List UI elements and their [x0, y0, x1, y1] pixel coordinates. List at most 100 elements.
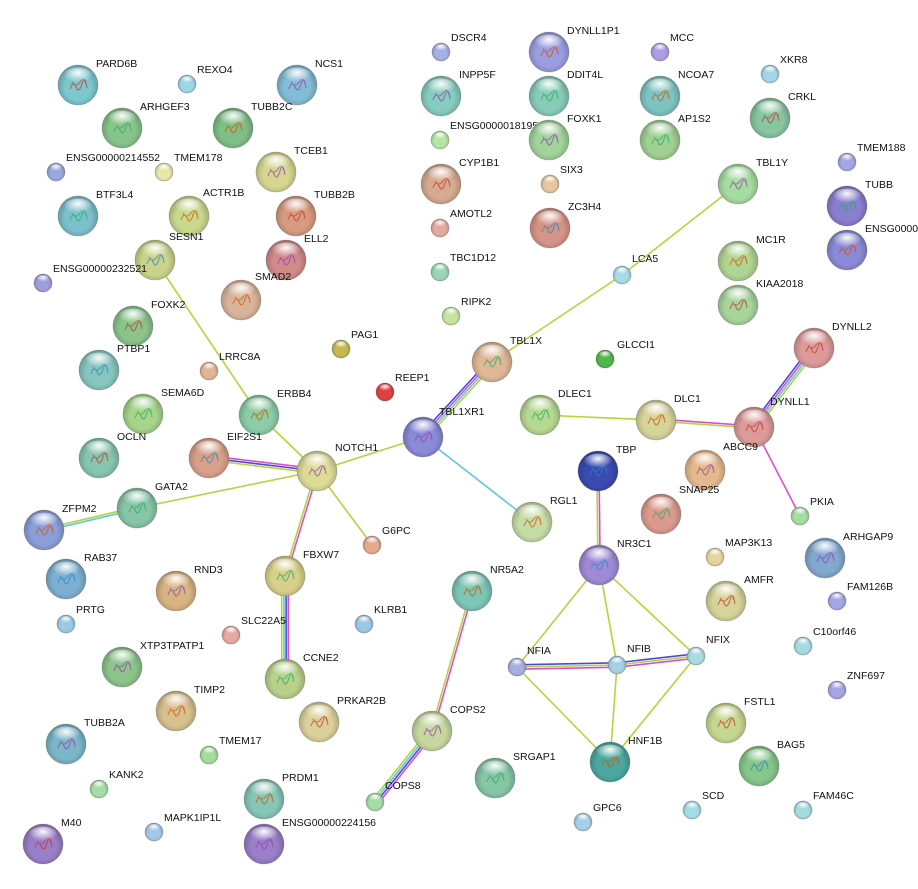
node-srgap1[interactable]: SRGAP1	[474, 751, 556, 799]
node-dlc1[interactable]: DLC1	[635, 393, 701, 441]
node-fam126b[interactable]: FAM126B	[827, 581, 893, 611]
node-mcc[interactable]: MCC	[650, 32, 694, 62]
node-nfia[interactable]: NFIA	[507, 645, 551, 677]
node-ell2[interactable]: ELL2	[265, 233, 329, 281]
node-ptbp1[interactable]: PTBP1	[78, 343, 150, 391]
node-c10orf46[interactable]: C10orf46	[793, 626, 856, 656]
node-zfpm2[interactable]: ZFPM2	[23, 503, 97, 551]
node-klrb1[interactable]: KLRB1	[354, 604, 407, 634]
node-ocln[interactable]: OCLN	[78, 431, 146, 479]
node-arhgef3[interactable]: ARHGEF3	[101, 101, 190, 149]
node-prdm1[interactable]: PRDM1	[243, 772, 319, 820]
node-tbc1d12[interactable]: TBC1D12	[430, 252, 496, 282]
edge-nr3c1-nfia[interactable]	[516, 564, 600, 668]
node-rnd3[interactable]: RND3	[155, 564, 223, 612]
node-fstl1[interactable]: FSTL1	[705, 696, 776, 744]
node-bag5[interactable]: BAG5	[738, 739, 805, 787]
node-dynll1[interactable]: DYNLL1	[733, 396, 810, 448]
node-notch1[interactable]: NOTCH1	[296, 442, 378, 492]
node-ccne2[interactable]: CCNE2	[264, 652, 339, 700]
edge-nr3c1-nfix[interactable]	[598, 564, 697, 657]
node-amfr[interactable]: AMFR	[705, 574, 774, 622]
node-smad2[interactable]: SMAD2	[220, 271, 291, 321]
node-tubb2b[interactable]: TUBB2B	[275, 189, 355, 237]
node-sema6d[interactable]: SEMA6D	[122, 387, 205, 435]
node-tubb2a[interactable]: TUBB2A	[45, 717, 125, 765]
node-znf697[interactable]: ZNF697	[827, 670, 885, 700]
node-ensg0000[interactable]: ENSG0000	[826, 223, 918, 271]
node-nfix[interactable]: NFIX	[686, 634, 730, 666]
node-xkr8[interactable]: XKR8	[760, 54, 808, 84]
node-tmem178[interactable]: TMEM178	[154, 152, 223, 182]
node-xtp3tpatp1[interactable]: XTP3TPATP1	[101, 640, 205, 688]
node-erbb4[interactable]: ERBB4	[238, 388, 312, 436]
node-hnf1b[interactable]: HNF1B	[589, 735, 662, 783]
edge-nfia-nfib[interactable]	[516, 662, 618, 670]
node-tbl1xr1[interactable]: TBL1XR1	[402, 406, 485, 458]
edge-nfib-nfix[interactable]	[616, 653, 697, 668]
edge-lca5-tbl1y[interactable]	[621, 183, 739, 276]
node-cyp1b1[interactable]: CYP1B1	[420, 157, 499, 205]
node-g6pc[interactable]: G6PC	[362, 525, 411, 555]
node-tbl1y[interactable]: TBL1Y	[717, 157, 788, 205]
node-nr3c1[interactable]: NR3C1	[578, 538, 652, 586]
node-timp2[interactable]: TIMP2	[155, 684, 225, 732]
edge-nfia-hnf1b[interactable]	[516, 666, 611, 763]
node-dlec1[interactable]: DLEC1	[519, 388, 592, 436]
node-rexo4[interactable]: REXO4	[177, 64, 233, 94]
node-map3k13[interactable]: MAP3K13	[705, 537, 772, 567]
node-foxk1[interactable]: FOXK1	[528, 113, 602, 161]
node-ddit4l[interactable]: DDIT4L	[528, 69, 603, 117]
node-lca5[interactable]: LCA5	[612, 253, 658, 285]
node-ncoa7[interactable]: NCOA7	[639, 69, 714, 117]
node-lrrc8a[interactable]: LRRC8A	[199, 351, 260, 381]
node-pag1[interactable]: PAG1	[331, 329, 378, 359]
node-zc3h4[interactable]: ZC3H4	[529, 201, 601, 249]
node-tbp[interactable]: TBP	[577, 444, 636, 492]
node-ensg00000232521[interactable]: ENSG00000232521	[33, 263, 147, 293]
node-pkia[interactable]: PKIA	[790, 496, 834, 526]
node-foxk2[interactable]: FOXK2	[112, 299, 186, 347]
node-fbxw7[interactable]: FBXW7	[264, 549, 339, 597]
node-ap1s2[interactable]: AP1S2	[639, 113, 711, 161]
node-ensg00000214552[interactable]: ENSG00000214552	[46, 152, 160, 182]
node-gpc6[interactable]: GPC6	[573, 802, 622, 832]
edge-tbl1x-lca5[interactable]	[491, 274, 623, 363]
node-m40[interactable]: M40	[22, 817, 82, 865]
edge-sesn1-erbb4[interactable]	[154, 259, 260, 416]
node-dscr4[interactable]: DSCR4	[431, 32, 487, 62]
node-fam46c[interactable]: FAM46C	[793, 790, 854, 820]
node-ensg00000224156[interactable]: ENSG00000224156	[243, 817, 376, 865]
node-gata2[interactable]: GATA2	[116, 481, 188, 529]
edge-nfix-hnf1b[interactable]	[609, 655, 697, 763]
node-dynll1p1[interactable]: DYNLL1P1	[528, 25, 620, 73]
node-rgl1[interactable]: RGL1	[511, 495, 578, 543]
node-btf3l4[interactable]: BTF3L4	[57, 189, 134, 237]
node-mc1r[interactable]: MC1R	[717, 234, 786, 282]
node-prtg[interactable]: PRTG	[56, 604, 105, 634]
node-crkl[interactable]: CRKL	[749, 91, 816, 139]
node-arhgap9[interactable]: ARHGAP9	[804, 531, 893, 579]
node-sesn1[interactable]: SESN1	[134, 231, 204, 281]
node-pard6b[interactable]: PARD6B	[57, 58, 137, 106]
node-amotl2[interactable]: AMOTL2	[430, 208, 492, 238]
node-ncs1[interactable]: NCS1	[276, 58, 343, 106]
node-kiaa2018[interactable]: KIAA2018	[717, 278, 803, 326]
node-tbl1x[interactable]: TBL1X	[471, 335, 542, 383]
node-actr1b[interactable]: ACTR1B	[168, 187, 244, 237]
node-tmem188[interactable]: TMEM188	[837, 142, 906, 172]
node-six3[interactable]: SIX3	[540, 164, 583, 194]
edge-tbl1xr1-rgl1[interactable]	[422, 436, 533, 523]
node-prkar2b[interactable]: PRKAR2B	[298, 695, 386, 743]
node-tceb1[interactable]: TCEB1	[255, 145, 328, 193]
node-mapk1ip1l[interactable]: MAPK1IP1L	[144, 812, 221, 842]
node-slc22a5[interactable]: SLC22A5	[221, 615, 286, 645]
node-ripk2[interactable]: RIPK2	[441, 296, 492, 326]
node-dynll2[interactable]: DYNLL2	[793, 321, 872, 369]
node-glcci1[interactable]: GLCCI1	[595, 339, 655, 369]
node-reep1[interactable]: REEP1	[375, 372, 430, 402]
node-inpp5f[interactable]: INPP5F	[420, 69, 496, 117]
node-cops8[interactable]: COPS8	[365, 780, 421, 812]
edge-nr5a2-cops2[interactable]	[430, 590, 474, 732]
node-rab37[interactable]: RAB37	[45, 552, 117, 600]
